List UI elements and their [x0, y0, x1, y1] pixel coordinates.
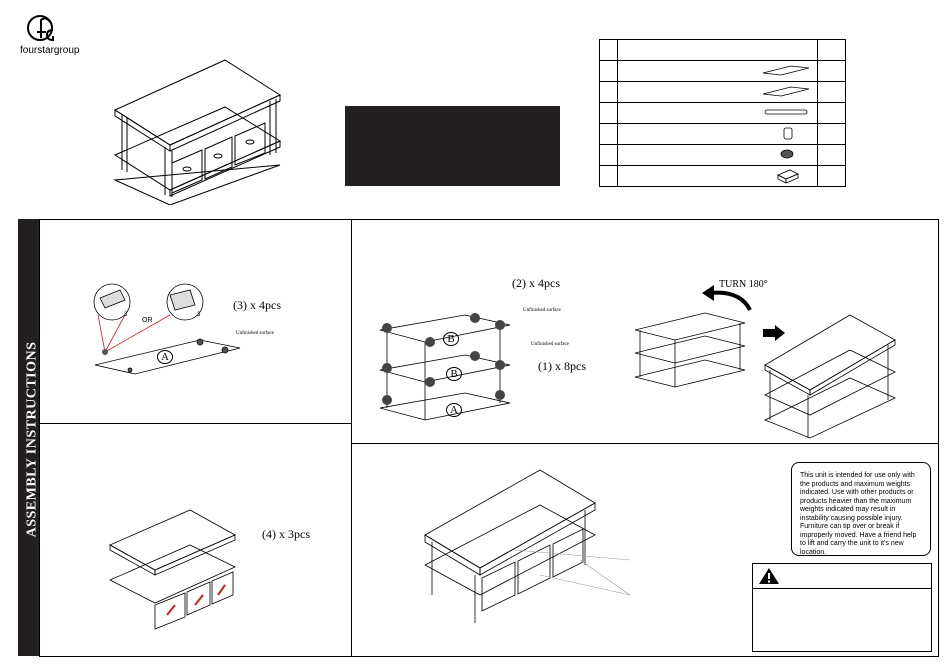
cam-lock-icon: [780, 149, 794, 159]
usage-notice: This unit is intended for use only with …: [791, 462, 931, 556]
step1-or-label: OR: [142, 317, 153, 324]
table-row: [599, 123, 846, 145]
parts-list-table: [599, 39, 846, 187]
product-preview-drawing: [113, 59, 282, 205]
board-a-icon: [762, 65, 810, 76]
turn-arrow-icon: [702, 285, 752, 311]
step1-small-num-1: 3: [124, 312, 128, 318]
step2-surface-note-1: Unfinished surface: [523, 308, 561, 313]
table-row: [599, 81, 846, 103]
step2-callout-side: (1) x 8pcs: [538, 359, 586, 373]
warning-box: [752, 563, 932, 652]
table-row: [599, 60, 846, 82]
step1-callout: (3) x 4pcs: [233, 298, 281, 312]
step2-board-b2: B: [446, 367, 462, 381]
step2-assembly-drawing: [379, 313, 511, 421]
step2-flipped-shelf-drawing: [634, 312, 746, 388]
warning-header: [752, 563, 932, 589]
step2-result-drawing: [764, 314, 896, 439]
next-step-arrow-icon: [763, 325, 785, 341]
table-row: [599, 39, 846, 61]
assembly-sidebar: [18, 219, 39, 656]
step1-small-num-2: 3: [197, 312, 201, 318]
table-row: [599, 102, 846, 124]
step2-board-b1: B: [443, 332, 459, 346]
step1-board-letter: A: [157, 350, 173, 364]
table-row: [599, 144, 846, 166]
step4-final-drawing: [424, 469, 631, 623]
warning-triangle-icon: [759, 568, 779, 584]
step3-callout: (4) x 3pcs: [262, 527, 310, 541]
drawer-bin-icon: [777, 169, 799, 184]
step1-drawing: [93, 283, 241, 375]
pole-icon: [764, 109, 808, 115]
step2-board-a: A: [446, 403, 462, 417]
step1-surface-note: Unfinished surface: [236, 331, 274, 336]
table-row: [599, 165, 846, 187]
board-b-icon: [762, 86, 810, 97]
step2-surface-note-2: Unfinished surface: [531, 342, 569, 347]
logo-text: fourstargroup: [20, 45, 80, 56]
title-banner: [345, 106, 560, 186]
connector-icon: [783, 127, 793, 140]
step2-turn-label: TURN 180°: [719, 279, 768, 290]
step2-callout-top: (2) x 4pcs: [512, 276, 560, 290]
step3-drawers-drawing: [109, 509, 236, 630]
fsg-logo: [27, 15, 54, 42]
step4-panel: [351, 443, 939, 657]
